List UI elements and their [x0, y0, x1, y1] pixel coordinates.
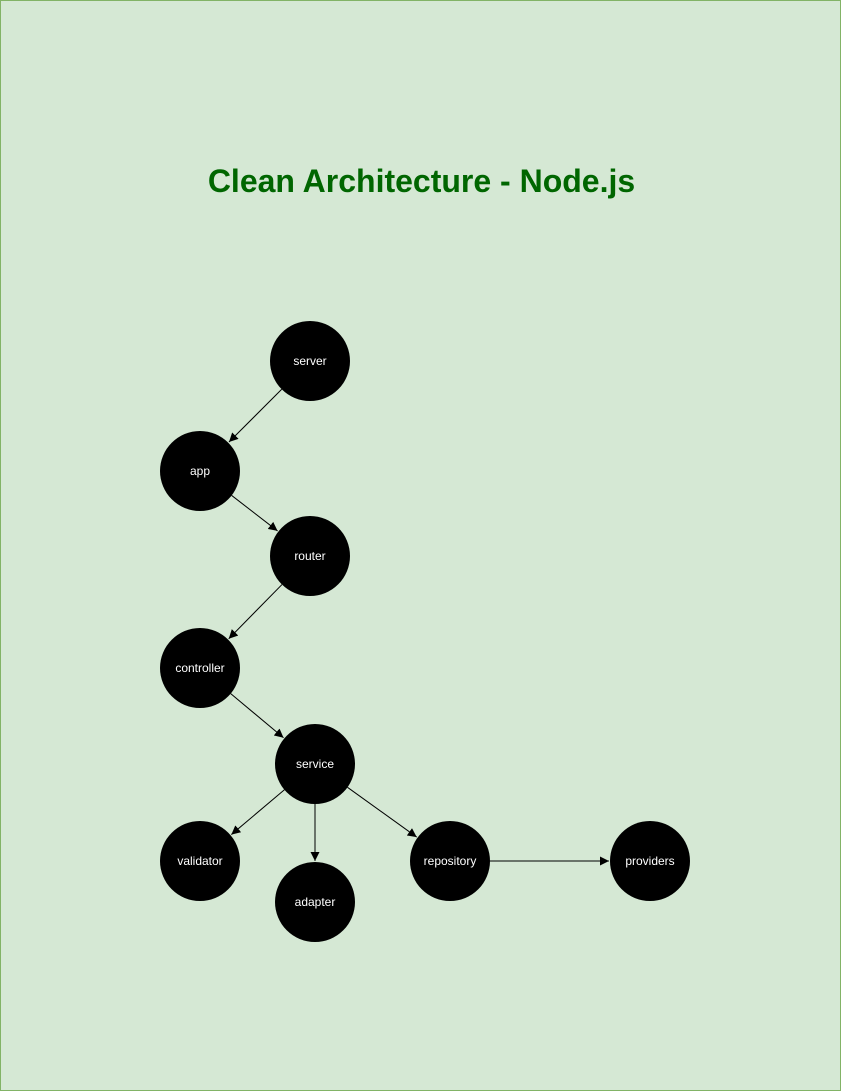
node-circle-adapter [275, 862, 355, 942]
edge-controller-to-service [230, 693, 284, 739]
node-circle-service [275, 724, 355, 804]
node-service: service [275, 724, 355, 804]
node-label-validator: validator [177, 854, 222, 868]
node-app: app [160, 431, 240, 511]
edge-router-to-controller [228, 584, 283, 640]
node-label-service: service [296, 757, 334, 771]
edge-service-to-validator [231, 789, 285, 835]
node-controller: controller [160, 628, 240, 708]
node-circle-router [270, 516, 350, 596]
diagram-title: Clean Architecture - Node.js [207, 163, 636, 199]
node-repository: repository [410, 821, 490, 901]
node-providers: providers [610, 821, 690, 901]
node-label-repository: repository [424, 854, 477, 868]
node-router: router [270, 516, 350, 596]
edge-app-to-router [231, 495, 278, 532]
node-label-providers: providers [625, 854, 674, 868]
edge-server-to-app [228, 388, 283, 443]
node-label-adapter: adapter [295, 895, 336, 909]
node-adapter: adapter [275, 862, 355, 942]
node-circle-server [270, 321, 350, 401]
edges-layer [228, 388, 609, 866]
nodes-layer: server app router controller service validato… [160, 321, 690, 942]
node-circle-app [160, 431, 240, 511]
node-label-app: app [190, 464, 210, 478]
node-server: server [270, 321, 350, 401]
edge-service-to-repository [347, 786, 417, 838]
node-label-controller: controller [175, 661, 224, 675]
node-circle-validator [160, 821, 240, 901]
node-validator: validator [160, 821, 240, 901]
node-circle-repository [410, 821, 490, 901]
node-circle-providers [610, 821, 690, 901]
node-circle-controller [160, 628, 240, 708]
node-label-router: router [294, 549, 325, 563]
node-label-server: server [293, 354, 326, 368]
